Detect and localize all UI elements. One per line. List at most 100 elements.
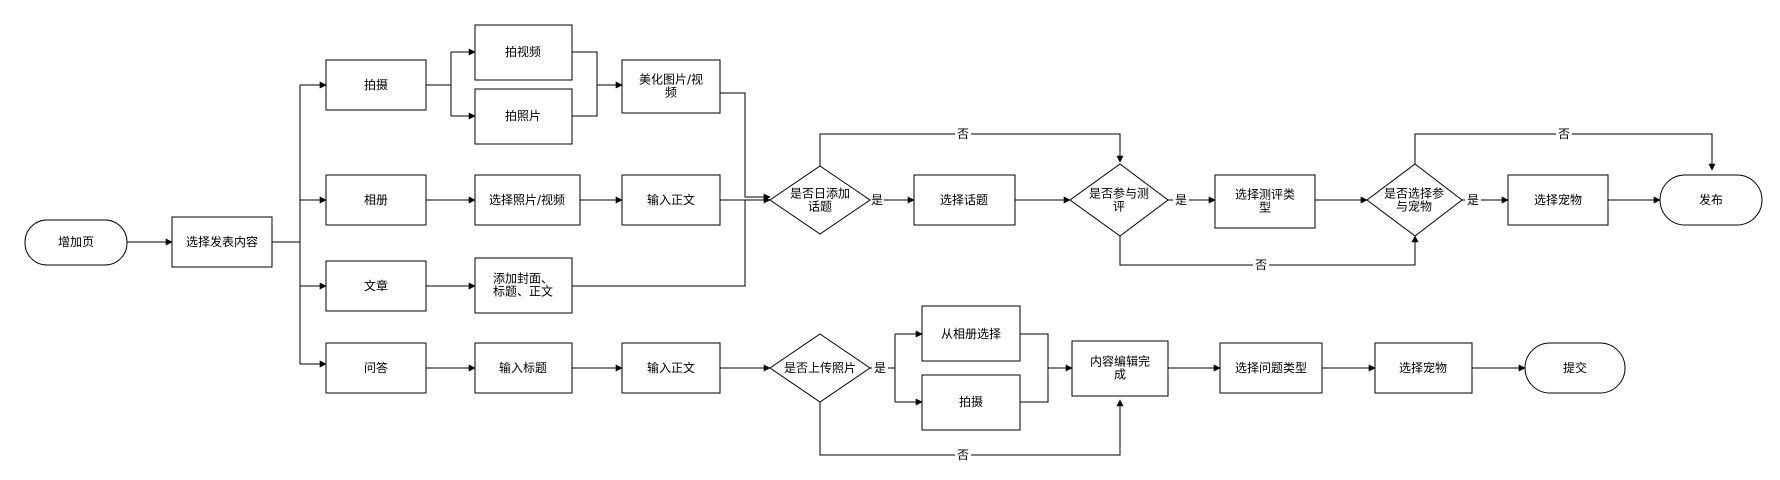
- edge-label-no-topic: 否: [957, 127, 969, 141]
- label-line: 输入正文: [647, 192, 695, 207]
- process-shoot-2[interactable]: 拍摄: [921, 374, 1021, 431]
- node-label-select-pet-2: 选择宠物: [1399, 360, 1447, 375]
- node-label-decision-pet: 是否选择参与宠物: [1384, 185, 1444, 213]
- label-line: 输入正文: [647, 360, 695, 375]
- label-line: 是否上传照片: [784, 360, 856, 375]
- process-select-photo-video[interactable]: 选择照片/视频: [474, 174, 581, 226]
- node-label-shoot-2: 拍摄: [959, 394, 983, 409]
- decision-topic[interactable]: 是否日添加话题: [769, 165, 871, 235]
- label-line: 选择测评类: [1235, 187, 1295, 201]
- label-line: 提交: [1563, 360, 1587, 375]
- edge-beautify-to-topic: [720, 92, 771, 201]
- process-select-pet-2[interactable]: 选择宠物: [1374, 342, 1473, 394]
- node-label-take-photo: 拍照片: [505, 108, 541, 123]
- label-line: 标题、正文: [493, 283, 553, 298]
- label-line: 选择发表内容: [186, 234, 258, 249]
- label-line: 内容编辑完: [1090, 353, 1150, 368]
- edge-cover-to-topic: [572, 200, 746, 287]
- process-input-text-2[interactable]: 输入正文: [621, 342, 721, 394]
- label-line: 频: [665, 85, 677, 99]
- label-line: 是否日添加: [790, 186, 850, 200]
- edge-label-no-upload: 否: [957, 448, 969, 462]
- process-shoot-video[interactable]: 拍视频: [474, 24, 573, 81]
- process-shoot[interactable]: 拍摄: [325, 59, 427, 111]
- label-line: 选择宠物: [1399, 360, 1447, 375]
- edge-media-join: [572, 51, 598, 117]
- process-qa[interactable]: 问答: [325, 342, 427, 394]
- process-add-cover[interactable]: 添加封面、标题、正文: [474, 257, 573, 314]
- node-label-submit: 提交: [1563, 360, 1587, 375]
- label-line: 添加封面、: [493, 271, 553, 285]
- node-label-article: 文章: [364, 278, 388, 293]
- process-beautify[interactable]: 美化图片/视频: [621, 59, 721, 114]
- label-line: 问答: [364, 360, 388, 375]
- node-label-choose-content: 选择发表内容: [186, 234, 258, 249]
- process-album[interactable]: 相册: [325, 174, 427, 226]
- label-line: 拍视频: [505, 44, 541, 59]
- label-line: 文章: [364, 278, 388, 293]
- label-line: 输入标题: [499, 360, 547, 375]
- process-take-photo[interactable]: 拍照片: [474, 88, 573, 145]
- node-label-decision-topic: 是否日添加话题: [790, 186, 850, 213]
- end-node-publish[interactable]: 发布: [1659, 174, 1763, 226]
- node-label-select-photo-video: 选择照片/视频: [489, 192, 565, 207]
- process-select-pet-1[interactable]: 选择宠物: [1507, 174, 1609, 226]
- edge-upload-join: [1020, 333, 1049, 403]
- label-line: 话题: [808, 199, 832, 213]
- label-line: 成: [1114, 367, 1126, 381]
- label-line: 从相册选择: [941, 327, 1001, 341]
- label-line: 是否参与测: [1089, 185, 1149, 200]
- node-label-qa: 问答: [364, 360, 388, 375]
- edge-label-yes-pet: 是: [1467, 193, 1479, 207]
- label-line: 发布: [1699, 192, 1723, 207]
- edge-label-yes-review: 是: [1175, 193, 1187, 207]
- process-select-topic[interactable]: 选择话题: [913, 174, 1016, 226]
- edge-label-no-review: 否: [1255, 258, 1267, 272]
- process-choose-content[interactable]: 选择发表内容: [171, 216, 273, 268]
- node-label-decision-review: 是否参与测评: [1089, 185, 1149, 213]
- start-node-add-page[interactable]: 增加页: [24, 219, 128, 266]
- node-label-shoot: 拍摄: [364, 77, 388, 92]
- label-line: 相册: [364, 193, 388, 207]
- decision-pet[interactable]: 是否选择参与宠物: [1366, 163, 1463, 237]
- label-line: 评: [1113, 199, 1125, 213]
- node-label-input-text-2: 输入正文: [647, 360, 695, 375]
- process-select-q-type[interactable]: 选择问题类型: [1219, 342, 1323, 394]
- node-label-input-title: 输入标题: [499, 360, 547, 375]
- process-input-text-1[interactable]: 输入正文: [621, 174, 721, 226]
- node-label-select-review-type: 选择测评类型: [1235, 187, 1295, 214]
- edges: [127, 48, 1716, 456]
- node-label-select-pet-1: 选择宠物: [1534, 192, 1582, 207]
- node-label-decision-upload: 是否上传照片: [784, 360, 856, 375]
- node-label-select-topic: 选择话题: [940, 193, 988, 207]
- label-line: 与宠物: [1396, 198, 1432, 213]
- label-line: 增加页: [58, 235, 94, 249]
- label-line: 型: [1259, 200, 1271, 214]
- process-content-done[interactable]: 内容编辑完成: [1071, 340, 1169, 397]
- label-line: 选择问题类型: [1235, 361, 1307, 375]
- process-select-review-type[interactable]: 选择测评类型: [1214, 174, 1316, 229]
- decision-review[interactable]: 是否参与测评: [1069, 163, 1169, 237]
- label-line: 拍照片: [505, 108, 541, 123]
- edge-label-yes-topic: 是: [871, 193, 883, 207]
- node-label-content-done: 内容编辑完成: [1090, 353, 1150, 381]
- process-from-album[interactable]: 从相册选择: [921, 305, 1021, 362]
- end-node-submit[interactable]: 提交: [1524, 342, 1626, 394]
- node-label-shoot-video: 拍视频: [505, 44, 541, 59]
- process-input-title[interactable]: 输入标题: [474, 342, 573, 394]
- node-label-beautify: 美化图片/视频: [639, 71, 703, 99]
- node-label-input-text-1: 输入正文: [647, 192, 695, 207]
- label-line: 选择话题: [940, 193, 988, 207]
- nodes: 增加页 选择发表内容 拍摄 相册 文章 问答 拍视频 拍照片: [24, 24, 1763, 431]
- node-label-add-page: 增加页: [58, 235, 94, 249]
- decision-upload[interactable]: 是否上传照片: [769, 333, 871, 403]
- process-article[interactable]: 文章: [325, 260, 427, 312]
- label-line: 选择照片/视频: [489, 192, 565, 207]
- node-label-from-album: 从相册选择: [941, 327, 1001, 341]
- edge-labels: 是 否 是 否 是 否 是 否: [870, 126, 1572, 463]
- label-line: 拍摄: [959, 394, 983, 409]
- edge-label-no-pet: 否: [1558, 127, 1570, 141]
- label-line: 拍摄: [364, 77, 388, 92]
- node-label-album: 相册: [364, 193, 388, 207]
